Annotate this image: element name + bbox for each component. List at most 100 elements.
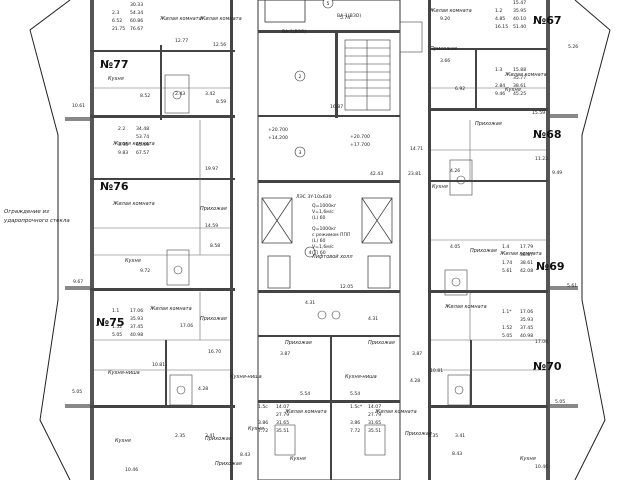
- level-code: +20.700: [268, 127, 288, 133]
- room-label: Прихожая: [430, 46, 457, 52]
- area-table-t68-value: 15.88: [513, 67, 526, 73]
- axis-markers: [294, 0, 334, 258]
- area-table-t70-value: 40.98: [520, 333, 533, 339]
- dimension-label: 10.81: [152, 362, 165, 368]
- dimension-label: 9.72: [140, 268, 150, 274]
- outer-walls: [90, 0, 550, 480]
- area-table-tbr-key: 7.72: [350, 428, 360, 434]
- dimension-label: 9.67: [73, 279, 83, 285]
- dimension-label: 10.81: [430, 368, 443, 374]
- dimension-label: 2.35: [175, 433, 185, 439]
- area-table-t77-key: 2.3: [112, 10, 119, 16]
- room-label: Кухня: [432, 184, 448, 190]
- room-label: Прихожая: [215, 461, 242, 467]
- dimension-label: 9.20: [440, 16, 450, 22]
- apartment-number-68: №68: [533, 128, 562, 141]
- dimension-label: 5.26: [568, 44, 578, 50]
- dimension-label: 17.06: [180, 323, 193, 329]
- area-table-t68-key: 2.84: [495, 83, 505, 89]
- axis-mark: 4: [309, 250, 312, 256]
- dimension-label: 17.06: [535, 339, 548, 345]
- dimension-label: 15.59: [532, 110, 545, 116]
- level-code: ВА-1(ВЗО): [282, 29, 306, 35]
- area-table-t76-key: 9.83: [118, 150, 128, 156]
- lift-note: (L) 60: [312, 215, 326, 221]
- lift-note: ЛЭС 3Y-10х630: [296, 194, 332, 200]
- area-table-t76-key: 2.2: [118, 126, 125, 132]
- room-label: Кухня: [505, 87, 521, 93]
- fence-note-line1: Ограждение из: [4, 209, 49, 215]
- room-label: Кухня: [290, 456, 306, 462]
- dimension-label: 19.97: [205, 166, 218, 172]
- room-label: Кухня: [115, 438, 131, 444]
- room-label: Жилая комната: [429, 8, 472, 14]
- dimension-label: 10.46: [125, 467, 138, 473]
- dimension-label: 16.87: [330, 104, 343, 110]
- area-table-t68-value: 38.61: [513, 83, 526, 89]
- room-label: Жилая комната: [444, 304, 487, 310]
- room-label: Кухня: [125, 258, 141, 264]
- area-table-t69-key: 5.61: [502, 268, 512, 274]
- room-label: Кухня-ниша: [345, 374, 377, 380]
- dimension-label: 3.41: [455, 433, 465, 439]
- dimension-label: 4.28: [410, 378, 420, 384]
- dimension-label: 4.31: [305, 300, 315, 306]
- lift-note: с режимом ППП: [312, 232, 350, 238]
- axis-mark: 3: [299, 150, 302, 156]
- service-box: [264, 0, 306, 23]
- dimension-label: 8.58: [210, 243, 220, 249]
- area-table-t77-value: 30.33: [130, 2, 143, 8]
- lift-note: Q=1000кг: [312, 226, 337, 232]
- area-table-t77-value: 76.67: [130, 26, 143, 32]
- facade-outline-left: [29, 0, 71, 480]
- dimension-label: 4.28: [198, 386, 208, 392]
- area-table-t68-value: 35.77: [513, 75, 526, 81]
- dimension-label: 4.26: [450, 168, 460, 174]
- room-label: Кухня: [248, 426, 264, 432]
- area-table-t75-key: 5.05: [112, 332, 122, 338]
- dimension-label: 5.74: [340, 15, 350, 21]
- area-table-tbl-value: 31.65: [276, 420, 289, 426]
- dimension-label: 8.52: [140, 93, 150, 99]
- room-lines: [94, 87, 546, 371]
- dimension-label: 14.71: [410, 146, 423, 152]
- area-table-tbr-value: 27.79: [368, 412, 381, 418]
- level-code: ВА-1(ВЗО): [337, 13, 361, 19]
- area-table-t76-value: 34.48: [136, 126, 149, 132]
- room-label: Прихожая: [470, 248, 497, 254]
- room-label: Жилая комната: [159, 16, 202, 22]
- dimension-label: 8.43: [240, 452, 250, 458]
- dimension-label: 12.05: [340, 284, 353, 290]
- apartment-number-75: №75: [96, 316, 125, 329]
- area-table-tbr-key: 3.86: [350, 420, 360, 426]
- room-label: Кухня-ниша: [230, 374, 262, 380]
- area-table-tbl-key: 3.86: [258, 420, 268, 426]
- dimension-label: 2.35: [428, 433, 438, 439]
- dimension-label: 3.87: [280, 351, 290, 357]
- area-table-t77-value: 60.86: [130, 18, 143, 24]
- lift-note: V=1,6м/с: [312, 209, 334, 215]
- area-table-t67-key: 4.85: [495, 16, 505, 22]
- room-label: Прихожая: [475, 121, 502, 127]
- room-label: Жилая комната: [199, 16, 242, 22]
- area-table-t68-key: 1.3: [495, 67, 502, 73]
- dimension-label: 2.43: [175, 91, 185, 97]
- area-table-t67-value: 51.40: [513, 24, 526, 30]
- area-table-t69-key: 1.4: [502, 244, 509, 250]
- dimension-label: 5.05: [72, 389, 82, 395]
- room-label: Жилая комната: [112, 141, 155, 147]
- dimension-label: 8.59: [216, 99, 226, 105]
- area-table-t70-key: 1.1*: [502, 309, 512, 315]
- area-table-t77-value: 54.34: [130, 10, 143, 16]
- dimension-label: 3.66: [440, 58, 450, 64]
- dimension-label: 3.87: [412, 351, 422, 357]
- area-table-t67-key: 1.2: [495, 8, 502, 14]
- area-table-tbr-value: 31.65: [368, 420, 381, 426]
- area-table-t68-key: 9.46: [495, 91, 505, 97]
- room-label: Прихожая: [405, 431, 432, 437]
- area-table-t69-key: 1.74: [502, 260, 512, 266]
- apartment-number-67: №67: [533, 14, 562, 27]
- dimension-label: 4.31: [368, 316, 378, 322]
- dimension-label: 8.43: [452, 451, 462, 457]
